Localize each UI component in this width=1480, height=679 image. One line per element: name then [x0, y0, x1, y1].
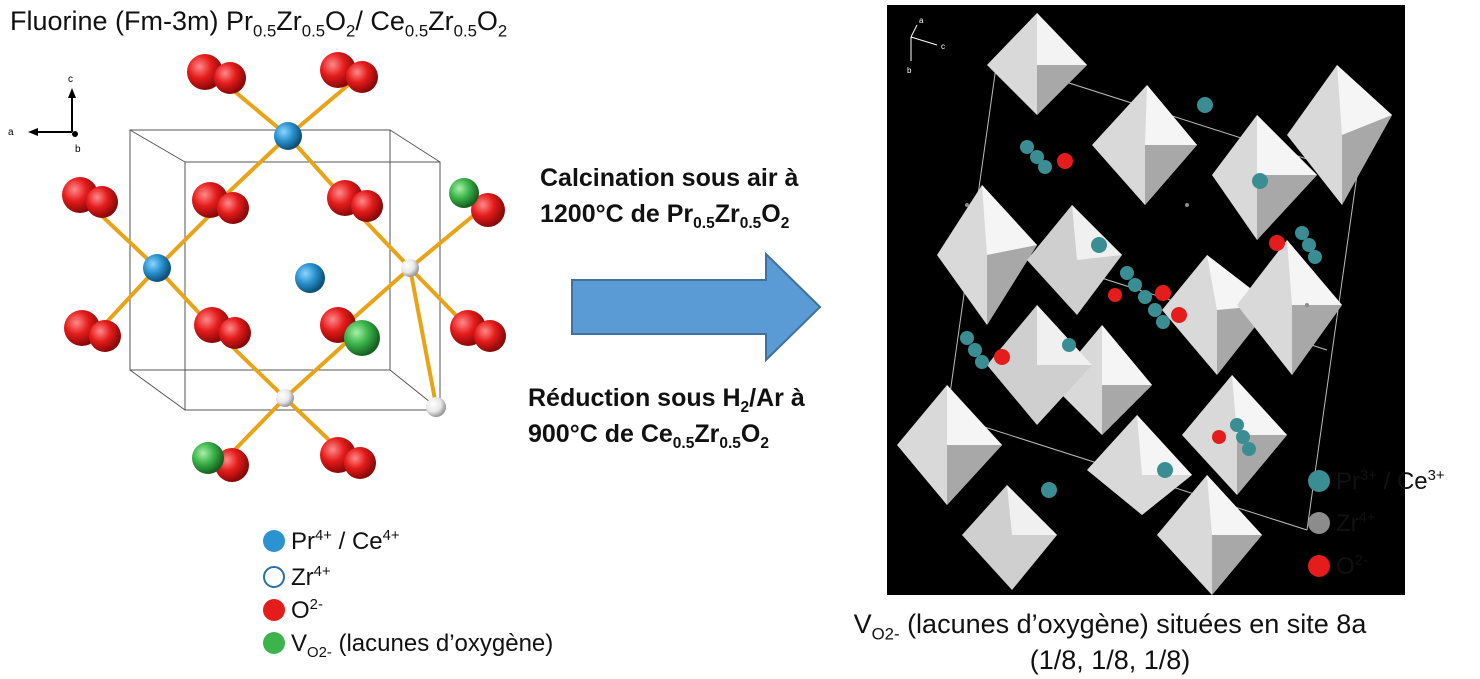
svg-text:a: a: [919, 16, 924, 25]
crystal-axes-left: c a b: [8, 74, 81, 155]
pyrochlore-structure-panel: a c b: [887, 5, 1405, 595]
transformation-arrow: [571, 252, 822, 362]
legend-item-oxygen-right: O2-: [1308, 553, 1368, 581]
reduction-label: Réduction sous H2/Ar à 900°C de Ce0.5Zr0…: [528, 384, 805, 452]
zr-gray-atoms: [965, 203, 1309, 307]
legend-item-oxygen: O2-: [263, 597, 323, 625]
zr-atoms: [276, 259, 446, 417]
svg-text:a: a: [8, 127, 14, 138]
fluorine-structure-title: Fluorine (Fm-3m) Pr0.5Zr0.5O2/ Ce0.5Zr0.…: [10, 6, 508, 41]
circle-icon: [1308, 512, 1330, 534]
oxygen-atoms-right: [994, 153, 1285, 444]
circle-icon: [1308, 470, 1330, 492]
oxygen-atoms: [62, 52, 506, 482]
pyrochlore-structure-diagram: a c b: [897, 13, 1392, 595]
svg-text:c: c: [68, 74, 73, 85]
unit-cell-box: [129, 129, 441, 411]
vacancy-sites: [192, 178, 479, 474]
circle-icon: [263, 599, 285, 621]
legend-item-pr-ce-4: Pr4+ / Ce4+: [263, 528, 400, 556]
circle-icon: [263, 566, 285, 588]
svg-text:c: c: [941, 42, 945, 51]
circle-icon: [263, 632, 285, 654]
circle-icon: [1308, 555, 1330, 577]
legend-item-vacancy: VO2- (lacunes d’oxygène): [263, 630, 553, 660]
pr-ce-atoms: [143, 122, 325, 293]
vacancy-site-caption: VO2- (lacunes d’oxygène) situées en site…: [853, 609, 1367, 675]
pr-ce-3-atoms: [960, 97, 1322, 498]
legend-item-zr-4: Zr4+: [263, 564, 331, 592]
svg-text:b: b: [75, 144, 81, 155]
svg-text:b: b: [907, 66, 912, 75]
legend-item-pr-ce-3: Pr3+ / Ce3+: [1308, 468, 1445, 496]
circle-icon: [263, 530, 285, 552]
calcination-label: Calcination sous air à 1200°C de Pr0.5Zr…: [540, 164, 799, 232]
crystal-axes-right: a c b: [907, 16, 945, 75]
fluorite-structure-diagram: c a b: [8, 52, 506, 482]
legend-item-zr-gray: Zr4+: [1308, 510, 1376, 538]
zr-octahedra: [897, 13, 1392, 595]
